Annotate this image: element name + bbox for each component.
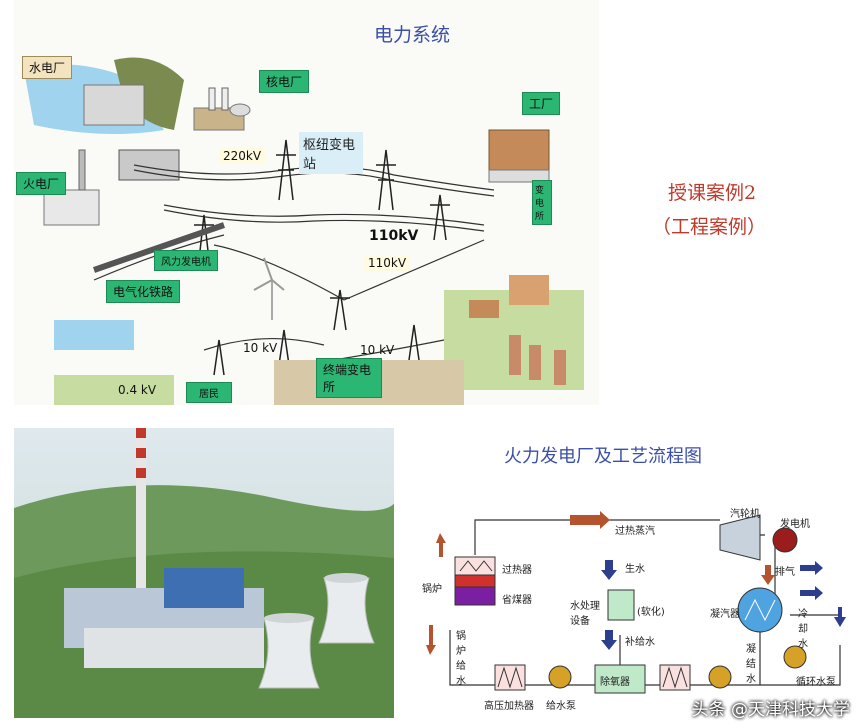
power-system-illustration — [24, 57, 584, 405]
label-raw-water: 生水 — [625, 564, 645, 575]
label-electrified-railway: 电气化铁路 — [106, 280, 181, 303]
case-subtitle: （工程案例） — [652, 216, 767, 238]
label-wind-farm: 风力发电机 — [154, 250, 218, 271]
thermal-plant-title: 火力发电厂及工艺流程图 — [504, 446, 702, 467]
label-generator: 发电机 — [780, 519, 810, 530]
watermark: 头条 @天津科技大学 — [691, 700, 850, 720]
label-hp-heater: 高压加热器 — [484, 701, 534, 712]
boiler-red-box — [454, 574, 496, 588]
label-economizer: 省煤器 — [502, 595, 532, 606]
label-turbine: 汽轮机 — [730, 509, 760, 520]
label-cooling-water: 冷却水 — [798, 609, 808, 650]
case-title: 授课案例2 — [668, 182, 757, 204]
label-superheated-steam: 过热蒸汽 — [615, 526, 655, 537]
label-deaerator: 除氧器 — [600, 677, 630, 688]
voltage-110kv-large: 110kV — [369, 228, 419, 244]
label-factory: 工厂 — [522, 92, 561, 115]
voltage-110kv: 110kV — [364, 255, 411, 271]
label-circ-pump: 循环水泵 — [796, 677, 836, 688]
voltage-10kv-a: 10 kV — [243, 341, 278, 355]
voltage-10kv-b: 10 kV — [360, 343, 395, 357]
label-nuclear-plant: 核电厂 — [259, 70, 310, 93]
power-system-title: 电力系统 — [374, 24, 451, 46]
voltage-220kv: 220kV — [219, 148, 266, 164]
label-condensate: 凝结水 — [746, 644, 756, 685]
label-exhaust: 排气 — [775, 567, 795, 578]
label-feed-pump: 给水泵 — [546, 701, 576, 712]
label-boiler-feedwater: 锅炉给水 — [456, 631, 466, 687]
label-softening: (软化) — [637, 607, 665, 618]
power-plant-photo — [14, 428, 397, 718]
voltage-04kv: 0.4 kV — [118, 383, 157, 397]
label-water-treatment: 水处理设备 — [570, 601, 600, 627]
label-thermal-plant: 火电厂 — [16, 172, 67, 195]
superheater-box — [454, 556, 496, 576]
label-condenser: 凝汽器 — [710, 609, 740, 620]
label-superheater: 过热器 — [502, 565, 532, 576]
label-residential: 居民 — [186, 382, 232, 403]
label-substation: 变电所 — [532, 180, 552, 225]
label-makeup-water: 补给水 — [625, 637, 655, 648]
label-terminal-substation: 终端变电所 — [316, 358, 382, 398]
label-hub-substation: 枢纽变电站 — [299, 132, 363, 174]
economizer-box — [454, 586, 496, 606]
label-boiler: 锅炉 — [422, 584, 442, 595]
label-hydro-plant: 水电厂 — [22, 56, 73, 79]
power-system-diagram: 电力系统 水电厂 核电厂 火电厂 工厂 枢纽变电站 变电所 风力发电机 电气化铁… — [14, 0, 599, 405]
thermal-process-diagram: 过热蒸汽 汽轮机 发电机 排气 过热器 锅炉 省煤器 生水 水处理设备 (软化)… — [420, 505, 860, 715]
